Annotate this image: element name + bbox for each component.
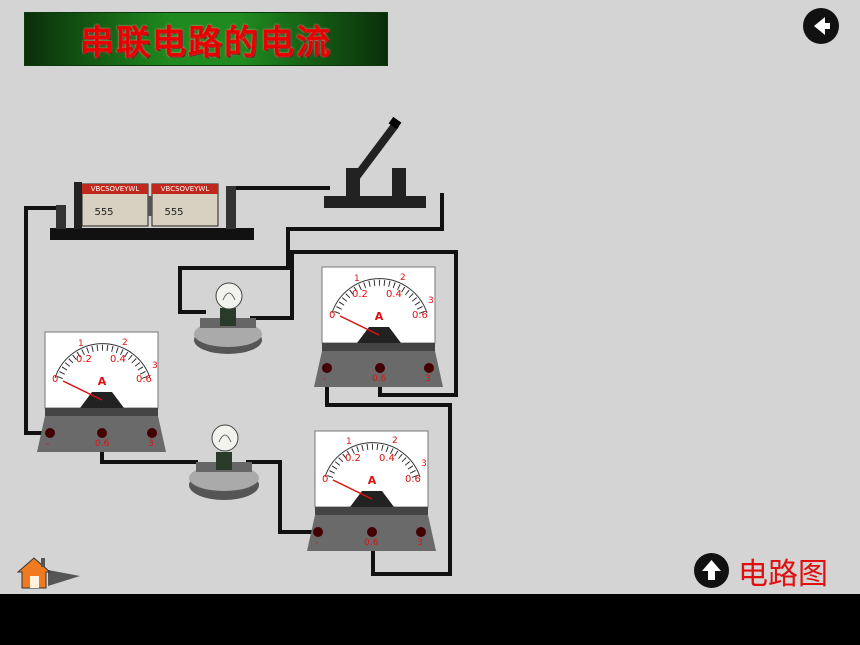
lower-scale-02: 0.2 bbox=[345, 453, 361, 464]
unit-label: A bbox=[375, 310, 384, 323]
ammeter-top-right: 1 2 3 0 0.2 0.4 0.6 A - 0.6 3 bbox=[314, 266, 443, 387]
terminal-neg: - bbox=[323, 374, 326, 384]
bulb-1 bbox=[194, 282, 262, 354]
battery-model-1: 555 bbox=[94, 207, 113, 218]
upper-scale-1: 1 bbox=[78, 339, 84, 349]
lower-scale-04: 0.4 bbox=[386, 289, 402, 300]
upper-scale-1: 1 bbox=[354, 274, 360, 284]
home-button[interactable] bbox=[14, 552, 82, 592]
upper-scale-3: 3 bbox=[152, 361, 158, 371]
circuit-diagram-link[interactable]: 电路图 bbox=[738, 557, 828, 592]
lower-scale-0: 0 bbox=[329, 310, 335, 321]
wires bbox=[24, 186, 458, 576]
back-arrow-icon bbox=[814, 17, 830, 35]
terminal-3: 3 bbox=[148, 439, 154, 449]
needle bbox=[339, 315, 380, 336]
lower-scale-04: 0.4 bbox=[379, 453, 395, 464]
upper-scale-3: 3 bbox=[428, 296, 434, 306]
ammeter-bottom-right: 1 2 3 0 0.2 0.4 0.6 A - 0.6 3 bbox=[307, 430, 436, 551]
terminal-3: 3 bbox=[425, 374, 431, 384]
back-button[interactable] bbox=[803, 8, 839, 44]
lower-scale-06: 0.6 bbox=[412, 310, 428, 321]
lower-scale-06: 0.6 bbox=[136, 374, 152, 385]
needle bbox=[62, 380, 103, 401]
lower-scale-0: 0 bbox=[52, 374, 58, 385]
needle bbox=[332, 479, 373, 500]
page-title: 串联电路的电流 bbox=[80, 22, 332, 63]
unit-label: A bbox=[368, 474, 377, 487]
lower-scale-02: 0.2 bbox=[352, 289, 368, 300]
circuit-scene: VBCSOVEYWL VBCSOVEYWL 555 555 1 2 3 bbox=[24, 116, 458, 576]
home-icon bbox=[16, 557, 80, 589]
terminal-neg: - bbox=[46, 439, 49, 449]
terminal-3: 3 bbox=[417, 538, 423, 548]
battery-brand-2: VBCSOVEYWL bbox=[161, 185, 210, 193]
lower-scale-04: 0.4 bbox=[110, 354, 126, 365]
unit-label: A bbox=[98, 375, 107, 388]
knife-switch[interactable] bbox=[324, 116, 426, 208]
terminal-06: 0.6 bbox=[372, 374, 387, 384]
ammeter-left: 1 2 3 0 0.2 0.4 0.6 A - 0.6 3 bbox=[37, 331, 166, 452]
terminal-06: 0.6 bbox=[95, 439, 110, 449]
terminal-neg: - bbox=[315, 538, 318, 548]
battery-holder: VBCSOVEYWL VBCSOVEYWL 555 555 bbox=[50, 182, 254, 240]
title-banner: 串联电路的电流 bbox=[24, 12, 388, 66]
up-arrow-icon bbox=[702, 560, 721, 580]
lower-scale-06: 0.6 bbox=[405, 474, 421, 485]
battery-brand-1: VBCSOVEYWL bbox=[91, 185, 140, 193]
lower-scale-02: 0.2 bbox=[76, 354, 92, 365]
bulb-2 bbox=[189, 424, 259, 500]
upper-scale-1: 1 bbox=[346, 437, 352, 447]
battery-model-2: 555 bbox=[164, 207, 183, 218]
up-button[interactable] bbox=[694, 553, 729, 588]
upper-scale-2: 2 bbox=[400, 273, 406, 283]
terminal-06: 0.6 bbox=[364, 538, 379, 548]
lower-scale-0: 0 bbox=[322, 474, 328, 485]
upper-scale-3: 3 bbox=[421, 459, 427, 469]
upper-scale-2: 2 bbox=[122, 338, 128, 348]
upper-scale-2: 2 bbox=[392, 436, 398, 446]
bottom-bar bbox=[0, 594, 860, 645]
